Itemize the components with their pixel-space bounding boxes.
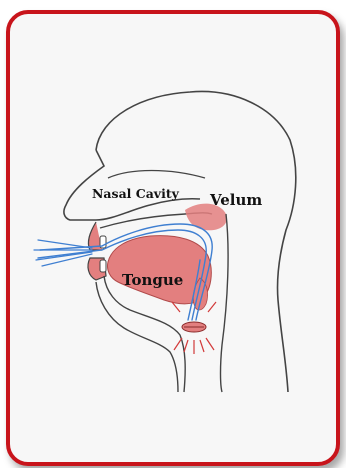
- nasal-cavity-outline: [108, 171, 205, 179]
- nasal-cavity-label: Nasal Cavity: [92, 186, 180, 201]
- tongue-label: Tongue: [122, 271, 183, 289]
- face-outline: [64, 150, 200, 220]
- air-spray: [34, 240, 92, 266]
- pharynx-wall: [221, 214, 229, 392]
- lower-teeth: [100, 260, 106, 272]
- velum-label: Velum: [209, 191, 262, 209]
